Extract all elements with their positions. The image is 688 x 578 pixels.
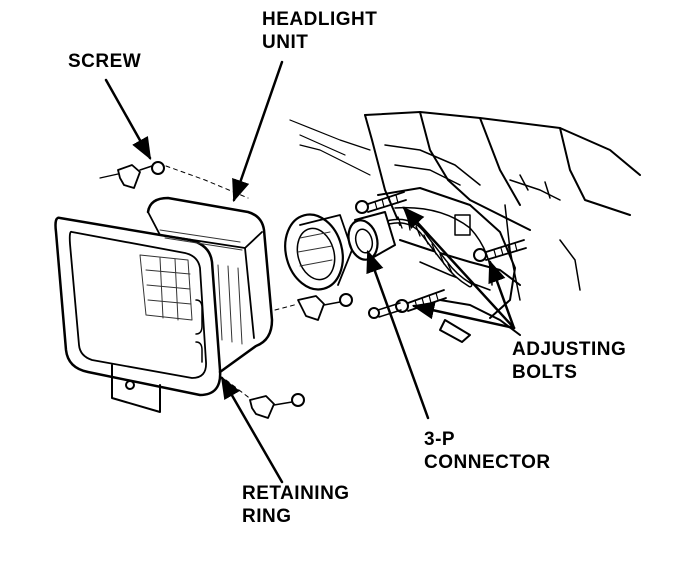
arrow-bolt-3 [411,301,516,330]
arrow-connector [366,249,430,420]
retaining-ring [54,216,222,413]
label-screw: SCREW [68,50,141,73]
three-pin-connector [347,211,473,288]
label-adjusting-bolts-line1: ADJUSTING [512,339,627,360]
rubber-boot [284,213,353,291]
label-retaining-ring-line1: RETAINING [242,483,350,504]
arrow-bolt-1 [402,206,516,330]
label-screw-line1: SCREW [68,51,142,72]
label-connector-line2: CONNECTOR [424,452,551,473]
arrow-screw [104,78,152,160]
label-retaining-ring-line2: RING [242,506,292,527]
car-body [289,111,641,343]
label-headlight-unit-line2: UNIT [262,32,309,53]
label-connector-line1: 3-P [424,429,456,450]
label-headlight-unit: HEADLIGHT UNIT [262,8,377,54]
label-retaining-ring: RETAINING RING [242,482,350,528]
headlight-unit [139,196,274,374]
arrow-bolt-2 [488,259,516,330]
label-adjusting-bolts-line2: BOLTS [512,362,578,383]
arrow-retaining-ring [220,376,284,484]
label-adjusting-bolts: ADJUSTING BOLTS [512,338,626,384]
label-headlight-unit-line1: HEADLIGHT [262,9,378,30]
leader-lines [104,60,516,484]
label-connector: 3-P CONNECTOR [424,428,551,474]
arrow-headlight-unit [232,60,284,203]
